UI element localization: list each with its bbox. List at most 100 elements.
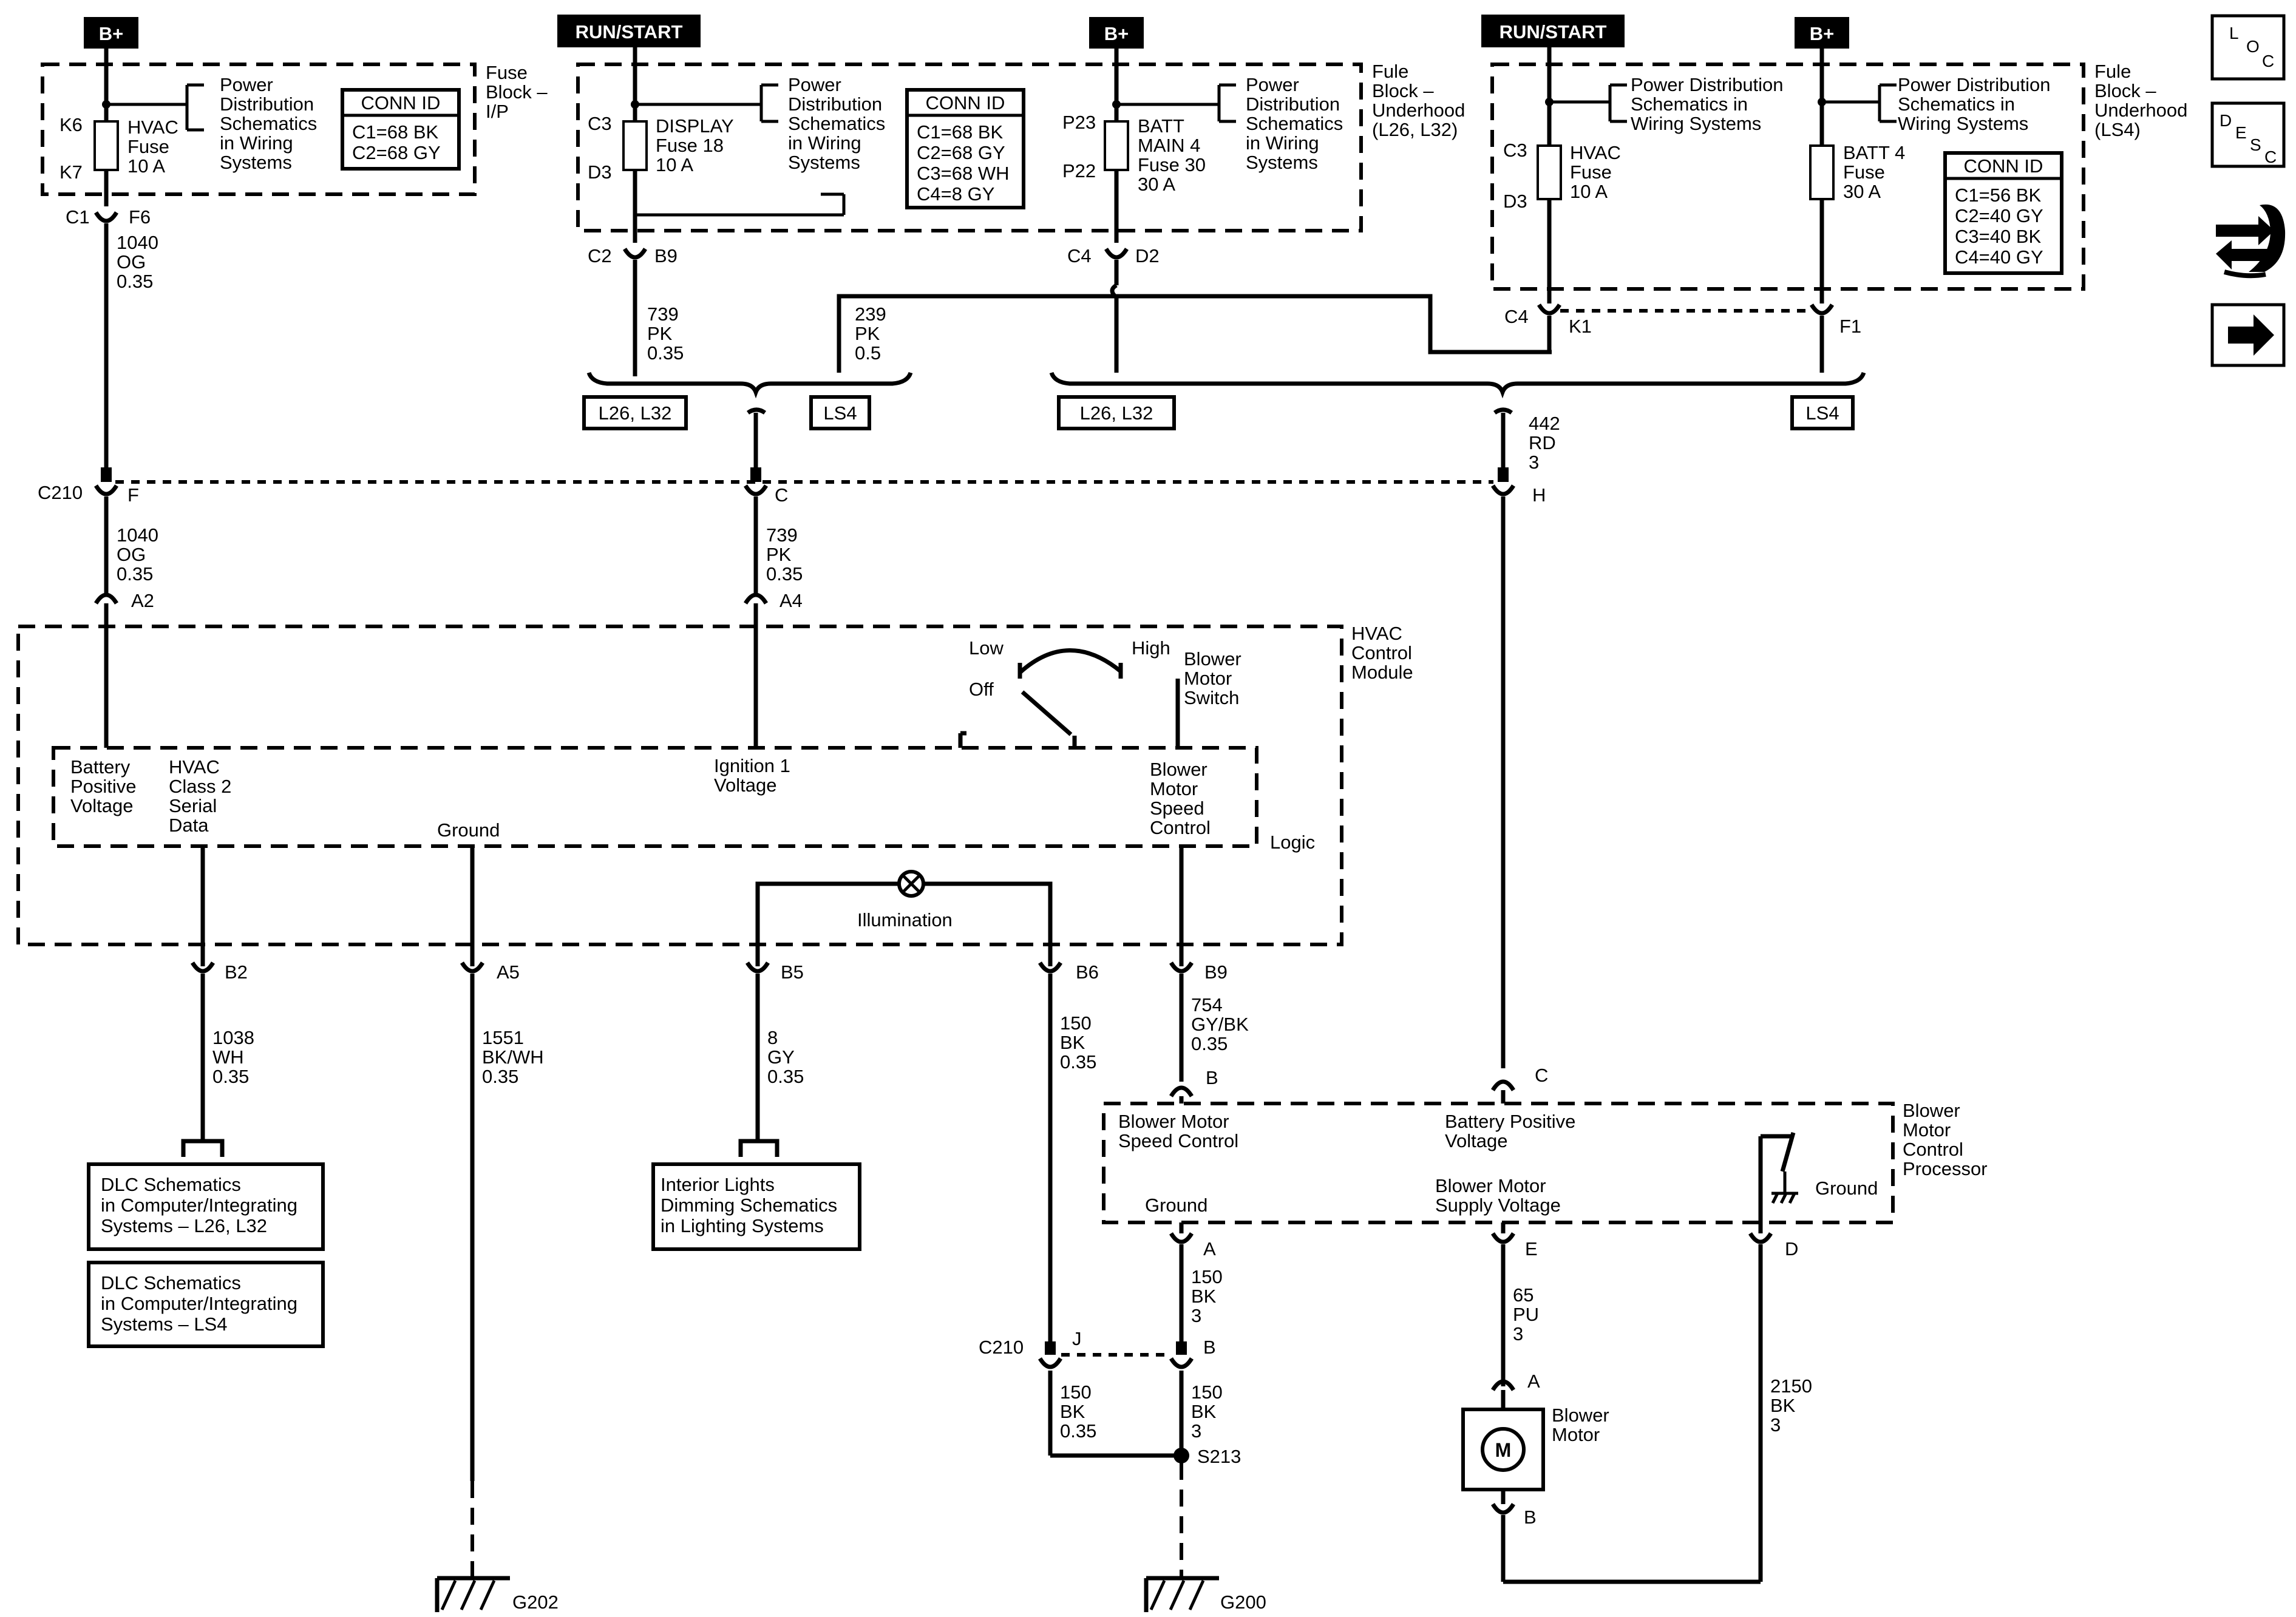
diagram-label: Fuse	[127, 136, 169, 157]
diagram-label: 0.35	[647, 342, 684, 364]
next-page-arrow-icon[interactable]	[2210, 303, 2286, 367]
diagram-label: CONN ID	[926, 92, 1005, 114]
diagram-label: Speed	[1150, 798, 1204, 819]
diagram-label: Battery Positive	[1445, 1111, 1575, 1132]
diagram-label: C	[775, 484, 788, 506]
diagram-label: Motor	[1184, 668, 1232, 689]
diagram-label: A	[1527, 1371, 1540, 1392]
diagram-label: 3	[1191, 1420, 1201, 1442]
blower-motor-control-processor: Blower Motor Control Processor Blower Mo…	[1102, 1100, 1988, 1224]
run-start-label: RUN/START	[576, 21, 683, 42]
diagram-label: 2150	[1770, 1375, 1812, 1397]
hvac-control-module: A2 A4 HVAC Control Module Logic Battery …	[16, 590, 1413, 966]
diagram-label: C	[2262, 52, 2274, 70]
diagram-label: BK/WH	[482, 1046, 544, 1068]
diagram-label: B9	[654, 245, 678, 266]
diagram-label: Motor	[1903, 1119, 1951, 1141]
diagram-label: Schematics in	[1631, 93, 1748, 115]
diagram-label: Ignition 1	[714, 755, 790, 776]
diagram-label: Block –	[2094, 80, 2156, 101]
diagram-label: 10 A	[1570, 181, 1608, 202]
diagram-label: DISPLAY	[656, 115, 734, 137]
diagram-label: Control	[1351, 642, 1412, 663]
diagram-label: 1040	[117, 524, 158, 546]
diagram-label: PK	[647, 323, 673, 344]
diagram-label: PK	[855, 323, 880, 344]
diagram-label: Power Distribution	[1898, 74, 2051, 95]
diagram-label: Motor	[1552, 1424, 1600, 1445]
diagram-label: P23	[1062, 112, 1096, 133]
diagram-label: C1=68 BK	[352, 121, 439, 143]
diagram-label: K6	[59, 114, 83, 135]
diagram-label: LS4	[1805, 402, 1839, 424]
diagram-label: Logic	[1270, 832, 1315, 853]
diagram-label: C2=40 GY	[1955, 205, 2043, 226]
diagram-label: C3	[588, 113, 612, 134]
fuse-block-ip: Fuse Block – I/P K6 K7 HVAC Fuse 10 A Po…	[41, 49, 548, 206]
diagram-label: Class 2	[169, 776, 231, 797]
diagram-label: Blower Motor	[1435, 1175, 1546, 1196]
diagram-label: C	[2264, 147, 2277, 166]
diagram-label: 150	[1191, 1266, 1223, 1287]
diagram-label: DLC Schematics	[101, 1272, 241, 1293]
diagram-label: D	[2220, 111, 2232, 130]
diagram-label: 0.35	[212, 1066, 249, 1087]
bplus-header-2: B+	[1089, 17, 1144, 49]
diagram-label: in Wiring	[220, 132, 293, 154]
diagram-label: 3	[1513, 1323, 1523, 1344]
diagram-label: L26, L32	[1080, 402, 1153, 424]
diagram-label: Battery	[70, 756, 131, 778]
diagram-label: Control	[1903, 1139, 1963, 1160]
diagram-label: M	[1495, 1439, 1512, 1461]
description-icon[interactable]: D E S C	[2210, 101, 2286, 168]
connector-repair-icon[interactable]	[2216, 204, 2286, 279]
diagram-label: WH	[212, 1046, 244, 1068]
diagram-label: GY/BK	[1191, 1014, 1249, 1035]
diagram-label: Processor	[1903, 1158, 1988, 1179]
diagram-label: Systems	[1246, 152, 1318, 173]
diagram-label: in Computer/Integrating	[101, 1293, 297, 1314]
diagram-label: MAIN 4	[1138, 135, 1200, 156]
diagram-label: Fule	[2094, 61, 2131, 82]
diagram-label: Serial	[169, 795, 217, 816]
diagram-label: 0.35	[1060, 1420, 1096, 1442]
blower-motor-switch: Low High Off Blower Motor Switch	[958, 637, 1241, 748]
diagram-label: 1038	[212, 1027, 254, 1048]
location-icon[interactable]: L O C	[2210, 14, 2286, 81]
diagram-label: 150	[1060, 1381, 1092, 1403]
fuse-block-underhood-ls4: Fule Block – Underhood (LS4) C3 D3 HVAC …	[1490, 47, 2187, 303]
diagram-label: E	[2235, 123, 2247, 142]
diagram-label: Module	[1351, 662, 1413, 683]
diagram-label: P22	[1062, 160, 1096, 181]
diagram-label: BK	[1191, 1401, 1217, 1422]
blower-lower-circuit: A 150 BK 3 E 65 PU 3 D 2150 BK 3 C210 J …	[979, 1222, 1812, 1584]
diagram-label: Control	[1150, 817, 1211, 838]
ground-g200: G200	[1144, 1576, 1266, 1613]
diagram-label: Block –	[486, 81, 548, 103]
diagram-label: S213	[1197, 1446, 1241, 1467]
diagram-label: 239	[855, 303, 886, 325]
diagram-label: Schematics in	[1898, 93, 2015, 115]
diagram-label: 0.35	[117, 271, 153, 292]
diagram-label: Fuse	[1843, 161, 1885, 183]
diagram-label: BK	[1060, 1401, 1085, 1422]
diagram-label: L26, L32	[599, 402, 672, 424]
diagram-label: in Wiring	[788, 132, 861, 154]
diagram-label: Systems	[220, 152, 292, 173]
diagram-label: B5	[781, 961, 804, 983]
diagram-label: Dimming Schematics	[661, 1195, 837, 1216]
diagram-label: C3=68 WH	[917, 163, 1009, 184]
diagram-label: Interior Lights	[661, 1174, 775, 1195]
diagram-label: PK	[766, 544, 792, 565]
diagram-label: Systems – L26, L32	[101, 1215, 267, 1236]
diagram-label: 0.5	[855, 342, 881, 364]
diagram-label: HVAC	[1351, 623, 1402, 644]
diagram-label: C1=56 BK	[1955, 185, 2042, 206]
diagram-label: Distribution	[220, 93, 314, 115]
diagram-label: J	[1072, 1328, 1082, 1349]
diagram-label: 8	[767, 1027, 778, 1048]
diagram-label: Schematics	[220, 113, 317, 134]
diagram-label: Fule	[1372, 61, 1408, 82]
diagram-label: F1	[1839, 316, 1861, 337]
fuse-block-underhood-l26-l32: Fule Block – Underhood (L26, L32) C3 D3 …	[576, 47, 1465, 243]
